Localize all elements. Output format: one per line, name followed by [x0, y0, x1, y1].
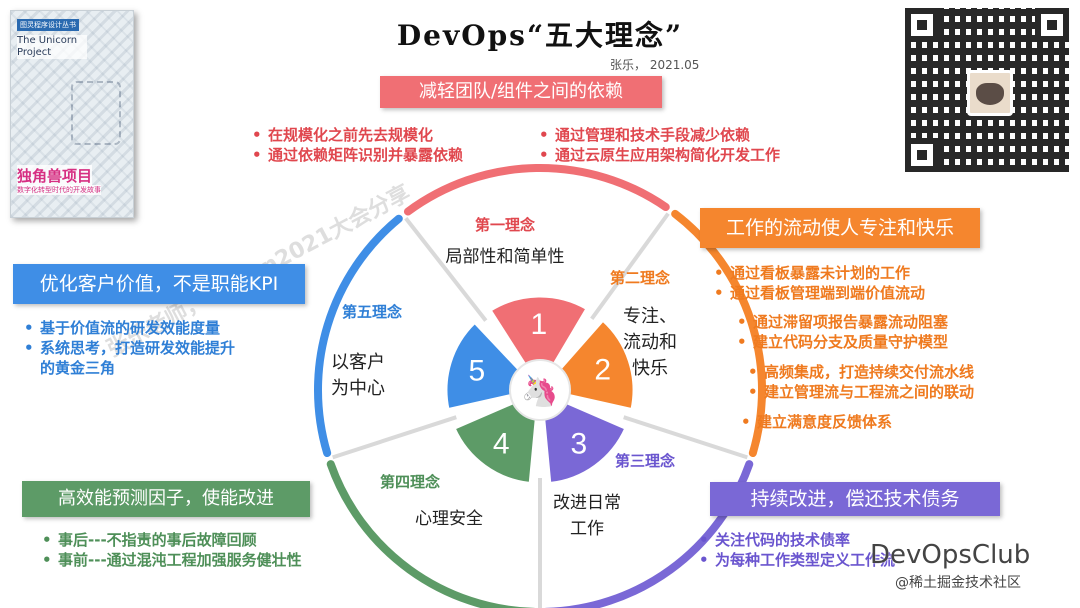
principle-1-bullets-right: 通过管理和技术手段减少依赖 通过云原生应用架构简化开发工作: [537, 125, 780, 165]
book-cover: 图灵程序设计丛书 The Unicorn Project 独角兽项目 数字化转型…: [10, 10, 134, 218]
qr-avatar: [967, 70, 1013, 116]
principle-4-name: 心理安全: [415, 509, 483, 529]
principle-2-bullets-c: 高频集成，打造持续交付流水线 建立管理流与工程流之间的联动: [746, 362, 974, 402]
spoke-3: [623, 415, 748, 460]
list-item: 在规模化之前先去规模化: [250, 125, 463, 145]
qr-finder-pattern: [1035, 8, 1069, 42]
principle-2-banner: 工作的流动使人专注和快乐: [700, 208, 980, 248]
principle-2-petal: [553, 318, 636, 412]
list-item: 为每种工作类型定义工作流: [697, 550, 895, 570]
list-item: 建立代码分支及质量守护模型: [735, 332, 948, 352]
principle-5-petal: [444, 320, 526, 412]
book-publisher-tag: 图灵程序设计丛书: [17, 19, 79, 31]
principle-3-banner: 持续改进，偿还技术债务: [710, 482, 1000, 516]
list-item: 事前---通过混沌工程加强服务健壮性: [40, 550, 302, 570]
principle-4-petal: [452, 397, 539, 486]
principle-2-name: 快乐: [632, 358, 668, 379]
list-item: 系统思考，打造研发效能提升: [22, 338, 235, 358]
principle-5-banner: 优化客户价值，不是职能KPI: [13, 264, 305, 304]
principle-5-number: 5: [469, 355, 486, 388]
principle-3-bullets: 关注代码的技术债率 为每种工作类型定义工作流: [697, 530, 895, 570]
list-item: 通过滞留项报告暴露流动阻塞: [735, 312, 948, 332]
spoke-2: [590, 212, 670, 320]
principle-3-number: 3: [570, 427, 587, 460]
book-chinese-title: 独角兽项目: [17, 165, 93, 186]
principle-5-ordinal: 第五理念: [342, 303, 402, 321]
book-cover-art: [71, 81, 121, 145]
qr-code: [905, 8, 1069, 172]
principle-2-number: 2: [594, 354, 611, 387]
brand-watermark: DevOpsClub: [870, 540, 1031, 570]
principle-2-ordinal: 第二理念: [610, 269, 670, 287]
list-item-continuation: 的黄金三角: [40, 359, 116, 377]
list-item: 通过云原生应用架构简化开发工作: [537, 145, 780, 165]
qr-finder-pattern: [905, 138, 939, 172]
principle-5-name: 为中心: [331, 378, 385, 399]
list-item: 通过管理和技术手段减少依赖: [537, 125, 780, 145]
principle-4-ordinal: 第四理念: [380, 473, 440, 491]
principle-1-outer-arc: [403, 164, 670, 216]
author-credit: 张乐， 2021.05: [610, 58, 700, 72]
book-chinese-subtitle: 数字化转型时代的开发故事: [17, 185, 101, 195]
principle-5-name: 以客户: [331, 352, 385, 373]
list-item: 基于价值流的研发效能度量: [22, 318, 235, 338]
principle-5-bullets: 基于价值流的研发效能度量 系统思考，打造研发效能提升 的黄金三角: [22, 318, 235, 378]
principle-1-petal: [488, 294, 590, 373]
list-item: 通过依赖矩阵识别并暴露依赖: [250, 145, 463, 165]
principle-4-bullets: 事后---不指责的事后故障回顾 事前---通过混沌工程加强服务健壮性: [40, 530, 302, 570]
list-item: 通过看板管理端到端价值流动: [712, 283, 925, 303]
page-title: DevOps“五大理念”: [396, 19, 684, 52]
list-item: 关注代码的技术债率: [697, 530, 895, 550]
principle-3-ordinal: 第三理念: [615, 452, 675, 470]
unicorn-icon: 🦄: [521, 373, 558, 409]
principle-1-banner: 减轻团队/组件之间的依赖: [380, 76, 662, 108]
principle-2-bullets-b: 通过滞留项报告暴露流动阻塞 建立代码分支及质量守护模型: [735, 312, 948, 352]
principle-2-name: 流动和: [623, 332, 677, 353]
principle-2-bullets-d: 建立满意度反馈体系: [739, 412, 892, 432]
list-item: 建立管理流与工程流之间的联动: [746, 382, 974, 402]
principle-3-petal: [541, 397, 628, 486]
list-item: 高频集成，打造持续交付流水线: [746, 362, 974, 382]
list-item: 事后---不指责的事后故障回顾: [40, 530, 302, 550]
hub: [509, 359, 571, 421]
spoke-5: [332, 415, 457, 460]
spoke-1: [404, 216, 488, 322]
principle-3-name: 改进日常: [553, 493, 621, 513]
principle-1-bullets-left: 在规模化之前先去规模化 通过依赖矩阵识别并暴露依赖: [250, 125, 463, 165]
qr-finder-pattern: [905, 8, 939, 42]
list-item: 建立满意度反馈体系: [739, 412, 892, 432]
principle-2-name: 专注、: [623, 306, 677, 327]
principle-1-name: 局部性和简单性: [446, 247, 565, 267]
brand-sub-watermark: @稀土掘金技术社区: [895, 575, 1021, 591]
principle-5-outer-arc: [314, 214, 403, 458]
list-item: 通过看板暴露未计划的工作: [712, 263, 925, 283]
principle-4-banner: 高效能预测因子，使能改进: [22, 481, 310, 517]
principle-3-name: 工作: [570, 519, 604, 539]
principle-2-bullets-a: 通过看板暴露未计划的工作 通过看板管理端到端价值流动: [712, 263, 925, 303]
principle-1-ordinal: 第一理念: [475, 216, 535, 234]
principle-4-number: 4: [493, 427, 510, 460]
principle-1-number: 1: [531, 308, 548, 341]
book-english-title: The Unicorn Project: [17, 35, 87, 59]
